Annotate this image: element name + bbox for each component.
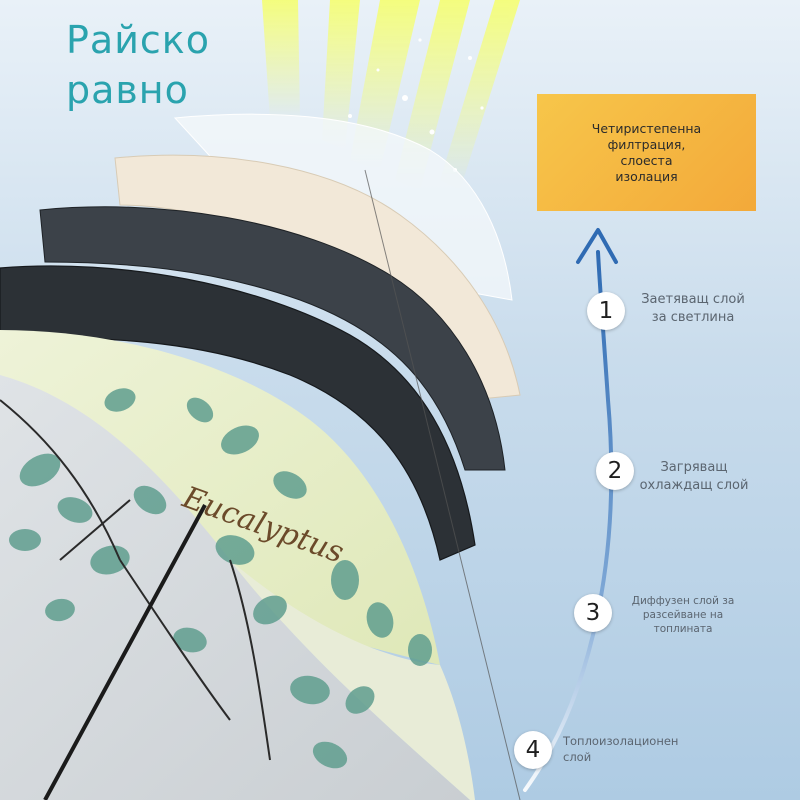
umbrella-tip-line [364, 169, 521, 800]
layer-label-3: Диффузен слой за разсейване на топлината [631, 595, 735, 635]
eucalyptus-leaves [9, 388, 432, 769]
layer-badge-1: 1 [587, 292, 625, 330]
upward-arrow [523, 250, 614, 792]
filtration-callout: Четиристепенна филтрация, слоеста изолац… [537, 94, 756, 211]
headline-line-1: Райско [66, 18, 210, 62]
layer-badge-3: 3 [574, 594, 612, 632]
arrow-head [576, 228, 618, 264]
layer-label-4: Топлоизолационен слой [563, 734, 679, 764]
umbrella-ribs [0, 399, 271, 761]
layer-printed-canopy [0, 330, 440, 665]
umbrella-shaft [43, 504, 207, 800]
headline-line-2: равно [66, 68, 189, 112]
layer-badge-2: 2 [596, 452, 634, 490]
layer-label-2: Загряващ охлаждащ слой [639, 460, 749, 493]
callout-text: Четиристепенна филтрация, слоеста изолац… [591, 120, 702, 184]
layer-dark-canopy-1 [39, 206, 506, 471]
layer-label-1: Заетяващ слой за светлина [641, 292, 745, 325]
canopy-underside-right [230, 560, 475, 800]
layer-dark-canopy-2 [0, 265, 476, 561]
layer-badge-4: 4 [514, 731, 552, 769]
